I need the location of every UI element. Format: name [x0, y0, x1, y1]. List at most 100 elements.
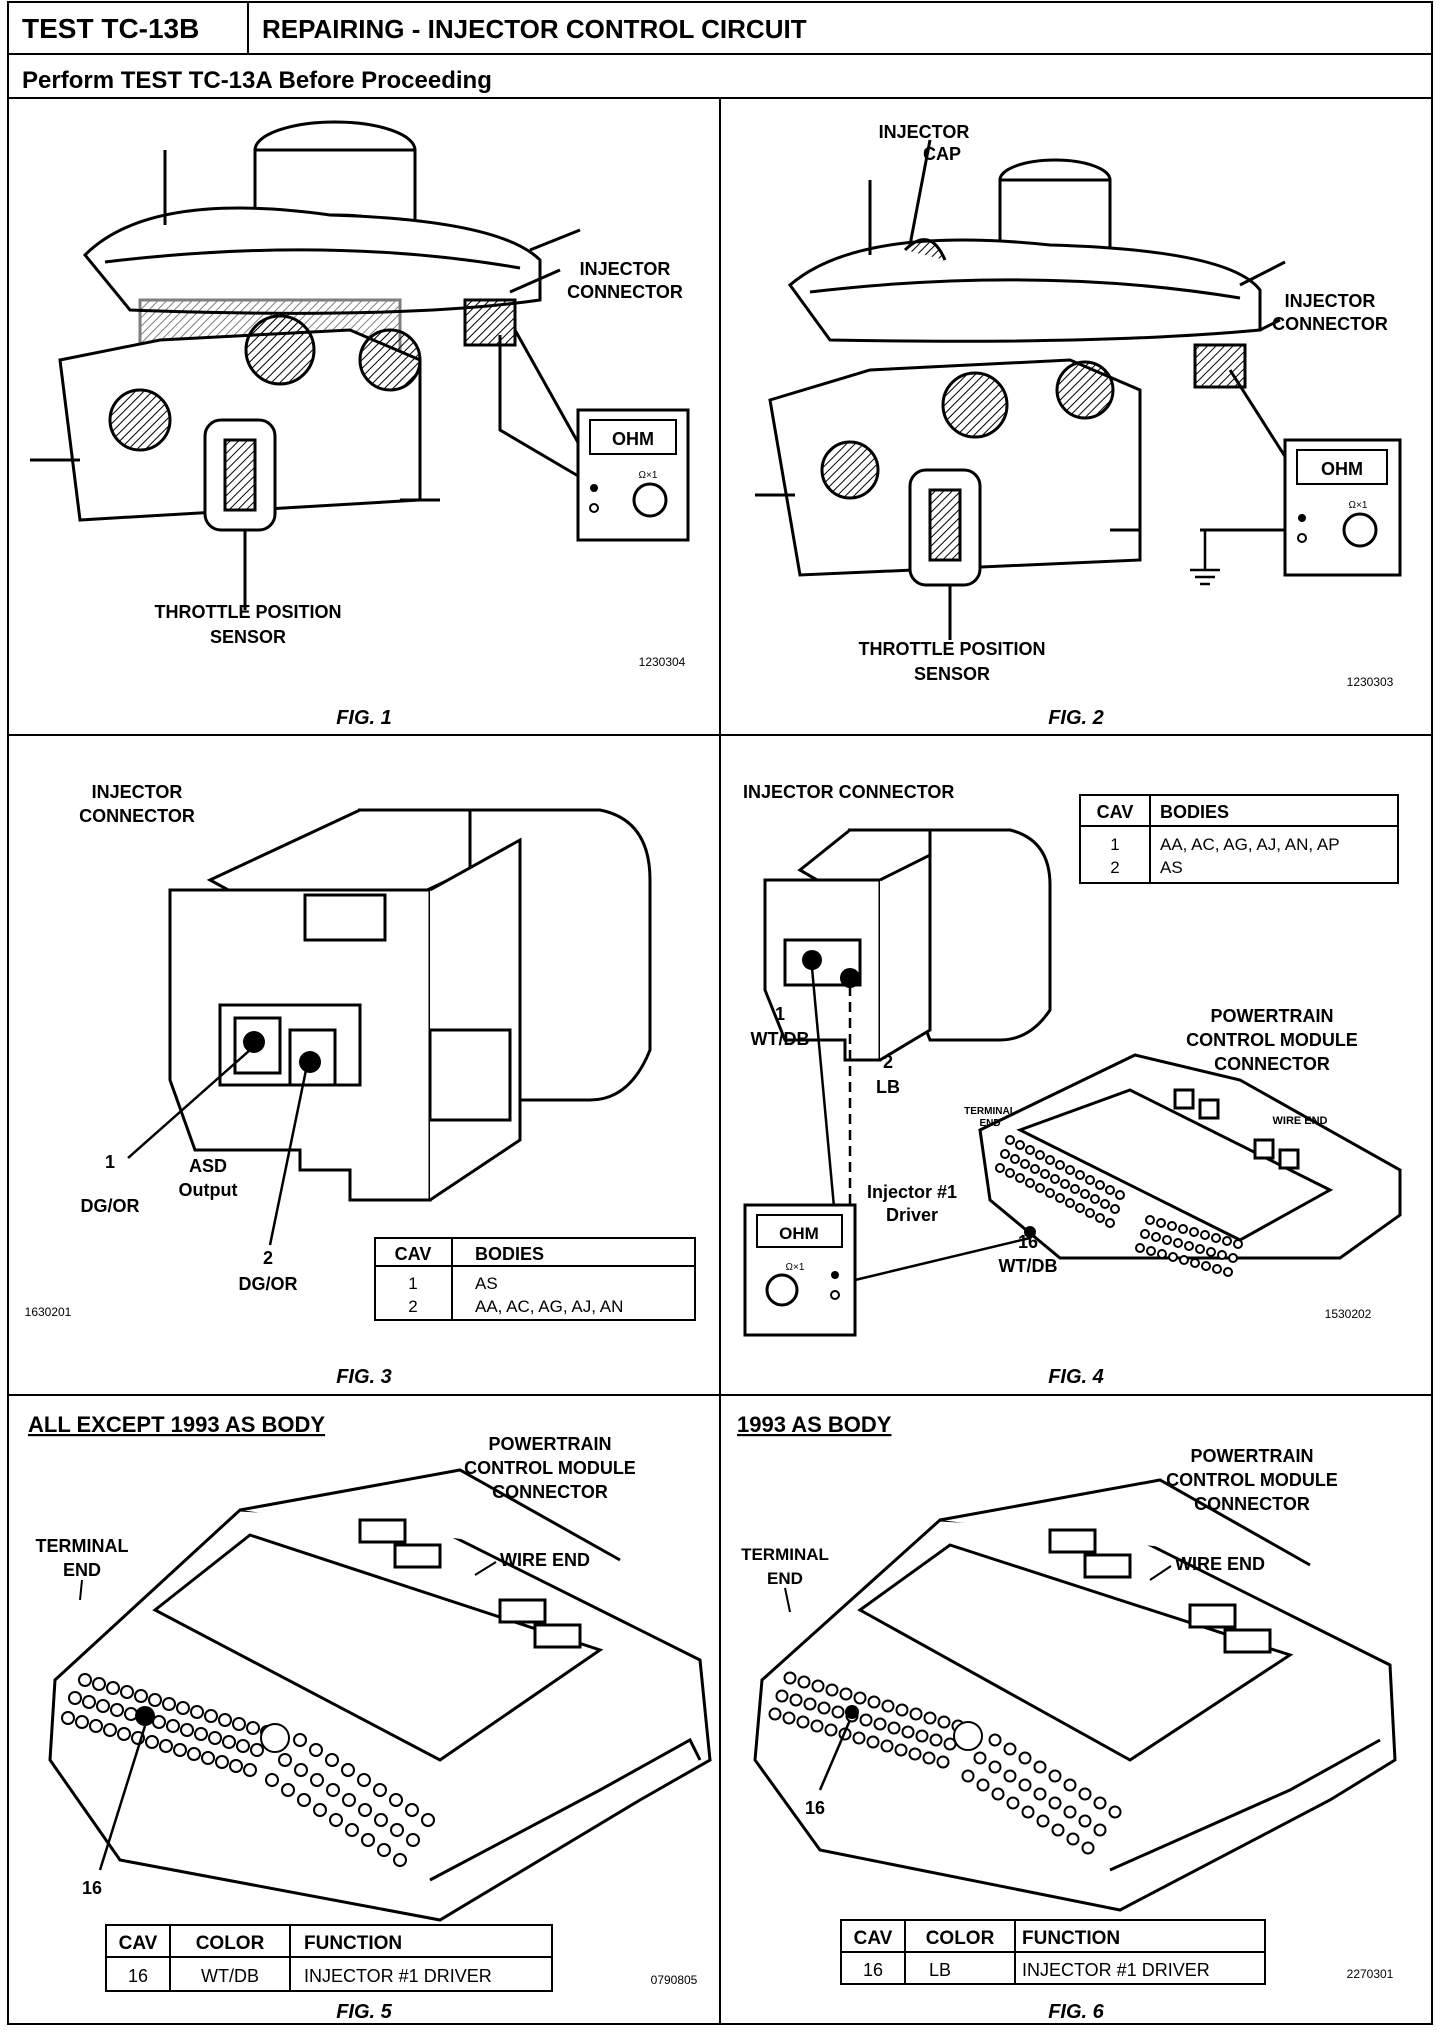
fig4-table-header-bodies: BODIES	[1160, 802, 1229, 822]
pcm-terminal-pin	[887, 1721, 901, 1735]
fig5-table-header-function: FUNCTION	[304, 1933, 402, 1954]
fig3-ref-number: 1630201	[25, 1305, 72, 1319]
pcm-terminal-pin	[342, 1793, 356, 1807]
pcm-terminal-pin	[1051, 1823, 1065, 1837]
fig4-pcm-connector-illustration	[978, 1053, 1402, 1260]
fig4-pcm-label-2: CONTROL MODULE	[1186, 1030, 1358, 1050]
fig3-asd-label-2: Output	[179, 1180, 238, 1200]
pcm-terminal-pin	[405, 1803, 419, 1817]
pcm-terminal-pin	[1075, 1170, 1085, 1180]
pcm-terminal-pin	[1093, 1823, 1107, 1837]
pcm-terminal-pin	[852, 1731, 866, 1745]
fig3-panel: INJECTOR CONNECTOR 1 DG/OR ASD Output 2 …	[25, 782, 696, 1388]
pcm-terminal-pin	[1048, 1769, 1062, 1783]
pcm-terminal-pin	[1045, 1188, 1055, 1198]
fig6-wire-end-label: WIRE END	[1175, 1554, 1265, 1574]
pcm-terminal-pin	[208, 1731, 222, 1745]
fig5-pcm-label-3: CONNECTOR	[492, 1482, 608, 1502]
fig4-meter-scale: Ω×1	[786, 1262, 805, 1273]
page-title: REPAIRING - INJECTOR CONTROL CIRCUIT	[262, 14, 807, 44]
fig5-pin16-leader	[98, 1725, 147, 1871]
fig4-table-header-cav: CAV	[1097, 802, 1134, 822]
fig1-ref-number: 1230304	[639, 655, 686, 669]
fig4-bodies-table: CAV BODIES 1 AA, AC, AG, AJ, AN, AP 2 AS	[1079, 794, 1399, 884]
pcm-terminal-pin	[1065, 1165, 1075, 1175]
fig4-pcm-label-3: CONNECTOR	[1214, 1054, 1330, 1074]
fig3-injector-connector-label-2: CONNECTOR	[79, 806, 195, 826]
pcm-terminal-pin	[103, 1723, 117, 1737]
pcm-terminal-pin	[250, 1743, 264, 1757]
pcm-terminal-pin	[278, 1753, 292, 1767]
pcm-terminal-pin	[1000, 1149, 1010, 1159]
fig6-ref-number: 2270301	[1347, 1967, 1394, 1981]
pcm-terminal-pin	[1005, 1168, 1015, 1178]
fig6-pcm-label-2: CONTROL MODULE	[1166, 1470, 1338, 1490]
pcm-terminal-pin	[92, 1677, 106, 1691]
pcm-terminal-pin	[1066, 1832, 1080, 1846]
fig2-ohmmeter: OHM Ω×1	[1283, 438, 1402, 577]
pcm-terminal-pin	[1065, 1198, 1075, 1208]
pcm-terminal-pin	[96, 1699, 110, 1713]
pcm-terminal-pin	[134, 1689, 148, 1703]
pcm-terminal-pin	[1010, 1154, 1020, 1164]
pcm-terminal-pin	[922, 1751, 936, 1765]
pcm-terminal-pin	[78, 1673, 92, 1687]
pcm-terminal-pin	[923, 1711, 937, 1725]
fig3-pin2	[299, 1051, 321, 1073]
fig6-pcm-connector-illustration	[753, 1478, 1397, 1912]
pcm-terminal-pin	[895, 1703, 909, 1717]
fig6-pcm-pin-grid	[768, 1671, 1122, 1855]
fig4-ref-number: 1530202	[1325, 1307, 1372, 1321]
pcm-terminal-pin	[1168, 1252, 1178, 1262]
fig6-pcm-label-3: CONNECTOR	[1194, 1494, 1310, 1514]
pcm-terminal-pin	[1075, 1203, 1085, 1213]
fig4-meter-label: OHM	[779, 1224, 819, 1243]
pcm-terminal-pin	[190, 1705, 204, 1719]
fig2-tps-label-1: THROTTLE POSITION	[859, 639, 1046, 659]
pcm-terminal-pin	[1228, 1253, 1238, 1263]
fig5-pin-label: 16	[82, 1878, 102, 1898]
pcm-terminal-pin	[341, 1763, 355, 1777]
pcm-terminal-pin	[1223, 1267, 1233, 1277]
fig4-injector-connector-label: INJECTOR CONNECTOR	[743, 782, 954, 802]
fig4-pin2-number: 2	[883, 1052, 893, 1072]
pcm-terminal-pin	[124, 1707, 138, 1721]
pcm-terminal-pin	[1003, 1742, 1017, 1756]
fig3-connector-illustration	[168, 808, 652, 1202]
fig5-table-header-cav: CAV	[119, 1933, 158, 1954]
fig6-terminal-end-label-1: TERMINAL	[741, 1545, 829, 1564]
pcm-terminal-pin	[243, 1763, 257, 1777]
fig3-injector-connector-label-1: INJECTOR	[92, 782, 183, 802]
pcm-terminal-pin	[909, 1707, 923, 1721]
pcm-terminal-pin	[1100, 1199, 1110, 1209]
pcm-terminal-pin	[1173, 1238, 1183, 1248]
fig6-pin16-marker	[845, 1705, 859, 1719]
pcm-terminal-pin	[159, 1739, 173, 1753]
pcm-terminal-pin	[1090, 1194, 1100, 1204]
pcm-terminal-pin	[61, 1711, 75, 1725]
fig3-asd-label-1: ASD	[189, 1156, 227, 1176]
pcm-terminal-pin	[1189, 1227, 1199, 1237]
fig6-table-header-cav: CAV	[854, 1928, 893, 1949]
pcm-terminal-pin	[201, 1751, 215, 1765]
fig1-tps-label-1: THROTTLE POSITION	[155, 602, 342, 622]
pcm-terminal-pin	[853, 1691, 867, 1705]
fig6-terminal-end-label-2: END	[767, 1569, 803, 1588]
pcm-terminal-pin	[325, 1753, 339, 1767]
pcm-terminal-pin	[1222, 1236, 1232, 1246]
fig3-bodies-table: CAV BODIES 1 AS 2 AA, AC, AG, AJ, AN	[374, 1237, 696, 1321]
fig4-pin16-number: 16	[1018, 1232, 1038, 1252]
pcm-terminal-pin	[881, 1699, 895, 1713]
pcm-terminal-pin	[1035, 1183, 1045, 1193]
pcm-terminal-pin	[162, 1697, 176, 1711]
fig4-table-cell: AA, AC, AG, AJ, AN, AP	[1160, 835, 1340, 854]
pcm-terminal-pin	[358, 1803, 372, 1817]
pcm-terminal-pin	[1055, 1160, 1065, 1170]
fig2-panel: OHM Ω×1 INJECTOR CAP INJECTOR CONNECTOR …	[755, 122, 1402, 729]
pcm-terminal-pin	[1070, 1184, 1080, 1194]
fig6-panel: 1993 AS BODY POWERTRAIN CONTROL MODULE C…	[737, 1412, 1397, 2023]
pcm-terminal-pin	[421, 1813, 435, 1827]
pcm-terminal-pin	[236, 1739, 250, 1753]
fig1-caption: FIG. 1	[336, 707, 392, 729]
pcm-terminal-pin	[1018, 1778, 1032, 1792]
